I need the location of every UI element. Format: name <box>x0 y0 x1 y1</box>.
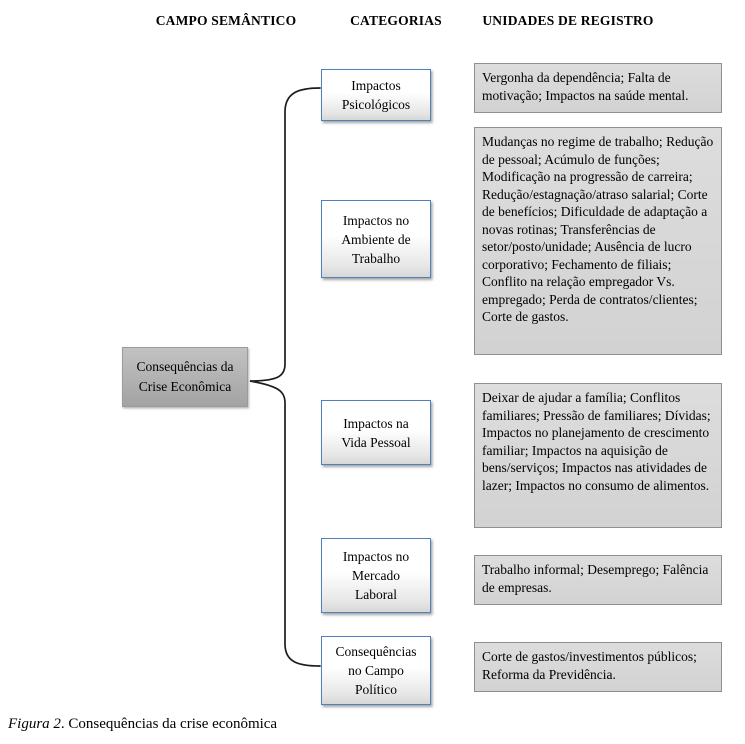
category-node-consequencias-campo-politico: Consequências no Campo Político <box>321 636 431 705</box>
units-node-campo-politico: Corte de gastos/investimentos públicos; … <box>474 642 722 692</box>
figure-caption-number: Figura 2 <box>8 716 61 732</box>
units-node-mercado-laboral: Trabalho informal; Desemprego; Falência … <box>474 555 722 605</box>
figure-caption-text: . Consequências da crise econômica <box>60 716 278 732</box>
category-label: Impactos no Ambiente de Trabalho <box>341 212 411 266</box>
root-node-consequencias-da-crise: Consequências da Crise Econômica <box>122 347 248 407</box>
category-label: Impactos no Mercado Laboral <box>342 549 410 602</box>
figure-caption: Figura 2. Consequências da crise econômi… <box>8 716 277 733</box>
category-node-impactos-mercado-laboral: Impactos no Mercado Laboral <box>321 538 431 613</box>
brace-path <box>249 87 321 667</box>
column-header-campo-semantico: CAMPO SEMÂNTICO <box>155 13 297 28</box>
units-node-psicologicos: Vergonha da dependência; Falta de motiva… <box>474 63 722 113</box>
category-node-impactos-vida-pessoal: Impactos na Vida Pessoal <box>321 400 431 465</box>
root-node-label: Consequências da Crise Econômica <box>136 359 234 394</box>
category-node-impactos-psicologicos: Impactos Psicológicos <box>321 69 431 121</box>
category-label: Impactos na Vida Pessoal <box>341 415 411 450</box>
category-label: Consequências no Campo Político <box>335 644 417 697</box>
category-label: Impactos Psicológicos <box>341 78 411 112</box>
units-node-vida-pessoal: Deixar de ajudar a família; Conflitos fa… <box>474 383 722 528</box>
brace-connector <box>249 87 321 667</box>
column-header-unidades-de-registro: UNIDADES DE REGISTRO <box>482 13 654 28</box>
category-node-impactos-ambiente-trabalho: Impactos no Ambiente de Trabalho <box>321 200 431 278</box>
units-node-ambiente-trabalho: Mudanças no regime de trabalho; Redução … <box>474 127 722 355</box>
column-header-categorias: CATEGORIAS <box>350 13 442 28</box>
